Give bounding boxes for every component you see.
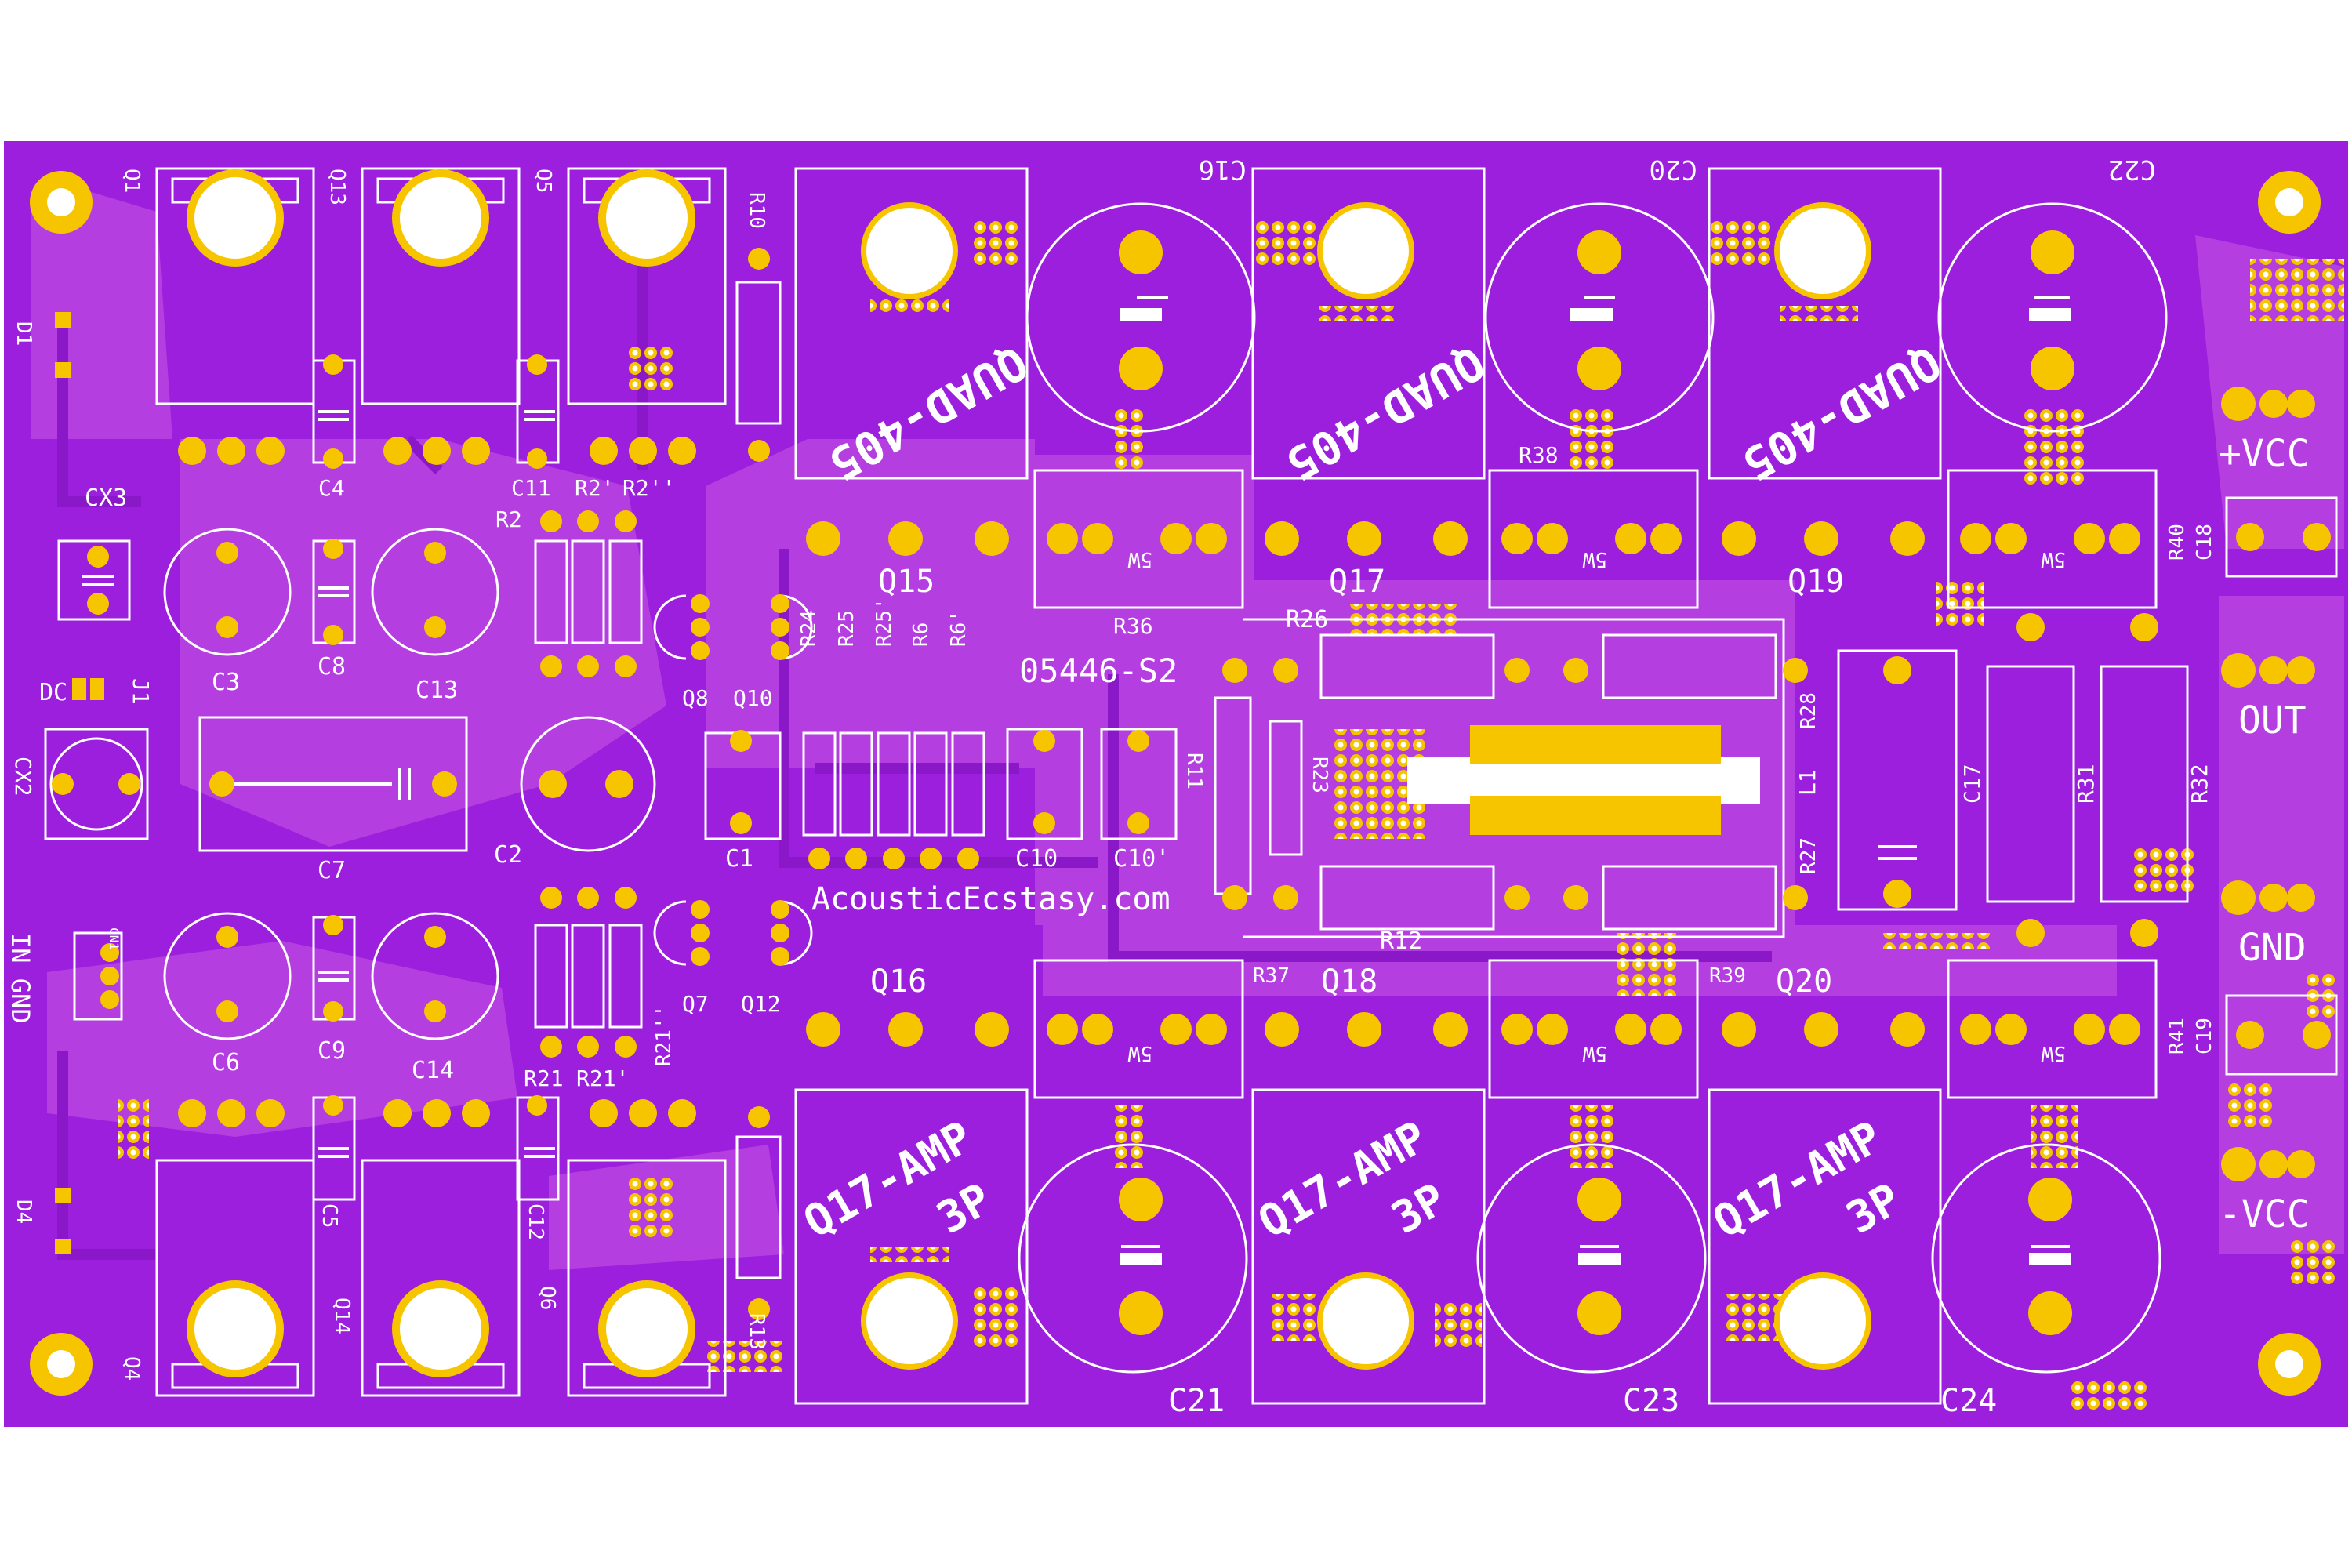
ref-q15: Q15 bbox=[878, 564, 935, 600]
ref-d4: D4 bbox=[12, 1200, 35, 1224]
ref-q20: Q20 bbox=[1776, 964, 1832, 1000]
ref-q1: Q1 bbox=[120, 169, 143, 193]
ref-c22: C22 bbox=[2108, 154, 2156, 185]
ref-c11: C11 bbox=[511, 475, 551, 501]
ref-cn1: CN1 bbox=[107, 927, 122, 950]
ref-q19: Q19 bbox=[1788, 564, 1844, 600]
ref-c19: C19 bbox=[2193, 1018, 2216, 1054]
ref-r2: R2 bbox=[495, 506, 522, 532]
ref-5w-2: 5W bbox=[1582, 547, 1607, 571]
ref-dc: DC bbox=[39, 679, 67, 706]
ref-c5: C5 bbox=[318, 1203, 341, 1228]
ref-r24: R24 bbox=[797, 610, 821, 647]
ref-r41: R41 bbox=[2165, 1018, 2189, 1054]
ref-r32: R32 bbox=[2187, 764, 2212, 804]
ref-5w-1: 5W bbox=[1127, 547, 1152, 571]
ref-q10: Q10 bbox=[733, 685, 773, 711]
ref-r10: R10 bbox=[745, 192, 768, 229]
ref-c1: C1 bbox=[725, 845, 753, 873]
ref-r12: R12 bbox=[1380, 927, 1422, 955]
ref-r40: R40 bbox=[2165, 524, 2189, 561]
ref-cx3: CX3 bbox=[85, 485, 127, 512]
ref-r21: R21 bbox=[524, 1065, 564, 1091]
mounting-hole-top-right bbox=[2258, 171, 2321, 234]
ref-q14: Q14 bbox=[330, 1298, 354, 1334]
in-gnd-label: IN GND bbox=[5, 933, 35, 1024]
ref-5w-5: 5W bbox=[1582, 1041, 1607, 1065]
ref-q7: Q7 bbox=[682, 991, 709, 1017]
cap-symbols bbox=[82, 296, 2071, 1265]
ref-c10: C10 bbox=[1015, 845, 1058, 873]
vcc-neg-label: -VCC bbox=[2219, 1192, 2310, 1236]
ref-q17: Q17 bbox=[1329, 564, 1385, 600]
via-clusters bbox=[118, 220, 2344, 1411]
ref-c16: C16 bbox=[1199, 154, 1247, 185]
ref-q5: Q5 bbox=[532, 169, 555, 193]
mounting-holes bbox=[30, 171, 2321, 1396]
ref-c8: C8 bbox=[318, 653, 346, 681]
mounting-hole-bottom-right bbox=[2258, 1333, 2321, 1396]
part-number-label: 05446-S2 bbox=[1019, 652, 1178, 690]
ref-q12: Q12 bbox=[741, 991, 781, 1017]
vcc-pos-label: +VCC bbox=[2219, 432, 2310, 476]
ref-r28: R28 bbox=[1797, 692, 1820, 729]
website-label: AcousticEcstasy.com bbox=[811, 881, 1171, 917]
ref-c7: C7 bbox=[318, 857, 346, 884]
ref-c14: C14 bbox=[412, 1057, 454, 1084]
gnd-label: GND bbox=[2238, 926, 2307, 970]
ref-r26: R26 bbox=[1286, 606, 1328, 633]
ref-c10a: C10' bbox=[1113, 845, 1170, 873]
ref-l1: L1 bbox=[1795, 769, 1820, 796]
ref-c2: C2 bbox=[494, 841, 522, 869]
ref-d1: D1 bbox=[12, 321, 35, 346]
ref-c9: C9 bbox=[318, 1037, 346, 1065]
ref-c24: C24 bbox=[1940, 1383, 1997, 1419]
ref-5w-3: 5W bbox=[2041, 547, 2066, 571]
ref-r11: R11 bbox=[1182, 753, 1206, 789]
pads bbox=[52, 169, 2331, 1377]
ref-q13: Q13 bbox=[325, 169, 349, 205]
ref-c6: C6 bbox=[212, 1049, 240, 1076]
ref-r21b: R21'' bbox=[652, 1005, 676, 1066]
ref-r13: R13 bbox=[745, 1313, 768, 1350]
ref-r2b: R2'' bbox=[622, 475, 675, 501]
ref-q16: Q16 bbox=[870, 964, 927, 1000]
mounting-hole-bottom-left bbox=[30, 1333, 93, 1396]
inductor-l1 bbox=[1407, 725, 1760, 835]
ref-q8: Q8 bbox=[682, 685, 709, 711]
traces bbox=[57, 204, 1772, 1260]
ref-q18: Q18 bbox=[1321, 964, 1377, 1000]
ref-c3: C3 bbox=[212, 669, 240, 696]
ref-j1: J1 bbox=[128, 678, 154, 705]
ref-q6: Q6 bbox=[535, 1286, 559, 1310]
out-label: OUT bbox=[2238, 699, 2307, 742]
ref-5w-6: 5W bbox=[2041, 1041, 2066, 1065]
ref-q4: Q4 bbox=[120, 1356, 143, 1381]
ref-r6a: R6' bbox=[947, 610, 971, 647]
mounting-hole-top-left bbox=[30, 171, 93, 234]
ref-c18: C18 bbox=[2193, 524, 2216, 561]
ref-r21a: R21' bbox=[576, 1065, 629, 1091]
ref-r39: R39 bbox=[1709, 964, 1746, 988]
ref-r25: R25 bbox=[835, 610, 858, 647]
ref-r23: R23 bbox=[1308, 757, 1331, 793]
ref-r27: R27 bbox=[1797, 837, 1820, 874]
ref-c13: C13 bbox=[416, 677, 458, 704]
ref-cx2: CX2 bbox=[10, 757, 36, 797]
ref-r38: R38 bbox=[1519, 442, 1559, 468]
ref-r2a: R2' bbox=[575, 475, 615, 501]
ref-c20: C20 bbox=[1650, 154, 1697, 185]
ref-c21: C21 bbox=[1168, 1383, 1225, 1419]
ref-5w-4: 5W bbox=[1127, 1041, 1152, 1065]
ref-c23: C23 bbox=[1623, 1383, 1679, 1419]
ref-r6: R6 bbox=[909, 622, 933, 647]
ref-r36: R36 bbox=[1113, 613, 1153, 639]
ref-r37: R37 bbox=[1253, 964, 1290, 988]
ref-r31: R31 bbox=[2073, 764, 2099, 804]
ref-c17: C17 bbox=[1959, 764, 1985, 804]
ref-c12: C12 bbox=[524, 1203, 547, 1240]
ref-c4: C4 bbox=[318, 475, 345, 501]
ref-r25a: R25' bbox=[873, 597, 896, 647]
